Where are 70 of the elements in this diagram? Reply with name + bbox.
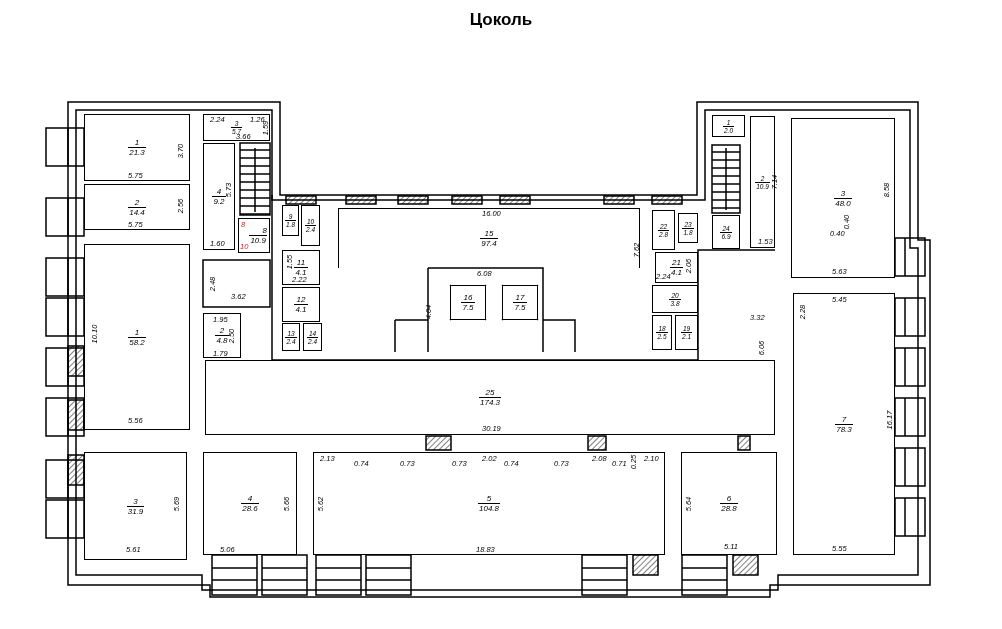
room-area: 21.3 [128,147,146,157]
room-number: 11 [296,258,306,267]
room [338,208,640,268]
room-area: 78.3 [835,423,853,434]
room [652,315,672,350]
room-area: 4.1 [294,304,308,314]
room [791,118,895,278]
room-number: 4 [216,187,222,196]
room-area: 7.5 [513,302,527,312]
room-number: 3 [840,188,846,198]
room [675,315,698,350]
room-number: 17 [515,293,525,302]
room-number: 3 [133,496,138,506]
room-number: 2 [134,197,140,207]
room-area: 48.0 [834,197,852,208]
room-number: 2 [219,326,225,335]
room [203,452,297,555]
room [655,252,698,283]
room [203,313,241,358]
room-number: 4 [247,494,253,503]
room-area: 28.8 [720,503,738,513]
room [84,244,190,430]
room [652,285,698,313]
room [205,360,775,435]
room [282,287,320,322]
room-number: 8 [262,226,267,235]
room-number: 21 [672,258,681,267]
room [502,285,538,320]
room-number: 6 [726,494,732,503]
room-area: 104.8 [478,503,500,513]
room-area: 10.9 [249,235,267,245]
room [238,218,270,253]
room-number: 15 [484,229,494,238]
room-number: 25 [485,388,495,397]
room [793,293,895,555]
room-number: 16 [463,293,473,302]
room [712,215,740,249]
room-number: 7 [841,414,847,424]
room [681,452,777,555]
room [652,210,675,250]
room-area: 58.2 [128,336,146,347]
room-area: 97.4 [480,238,498,248]
room [84,452,187,560]
room [203,114,270,141]
room-area: 7.5 [461,302,475,312]
room-number: 12 [296,295,306,304]
room [282,323,300,351]
room [282,205,299,236]
room-area: 14.4 [128,206,146,217]
plan-title: Цоколь [468,10,534,30]
room [313,452,665,555]
room-area: 31.9 [126,505,145,516]
room-area: 4.1 [294,267,308,277]
room [301,205,320,246]
room [84,184,190,230]
room [712,115,745,137]
room [450,285,486,320]
room-area: 4.8 [215,335,229,345]
room [282,250,320,285]
room [203,143,235,250]
room [303,323,322,351]
room-area: 9.2 [212,196,226,206]
room-area: 28.6 [241,503,259,513]
room-number: 5 [486,494,492,503]
room [750,116,775,248]
room-area: 174.3 [479,397,501,407]
room [678,213,698,243]
room [84,114,190,181]
room-number: 1 [134,327,140,337]
room-number: 1 [134,138,140,147]
